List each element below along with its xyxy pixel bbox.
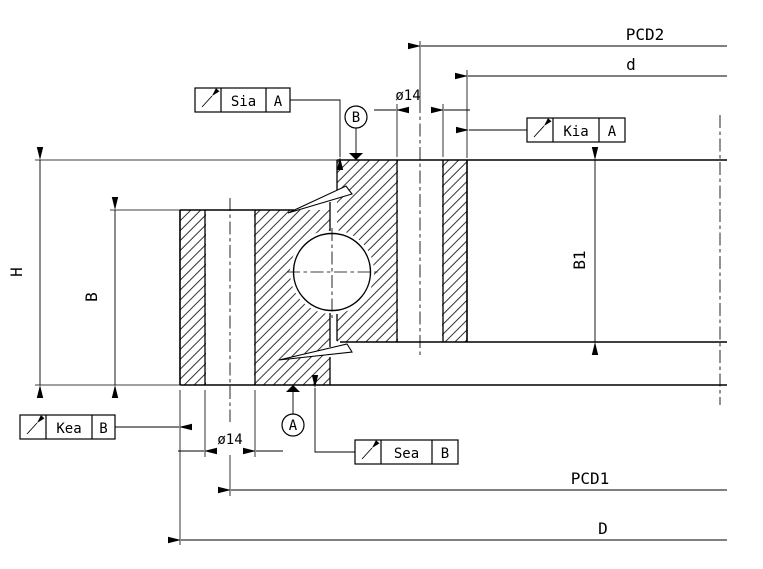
datum-b-balloon (344, 105, 368, 129)
circular-runout-icon (201, 88, 220, 108)
kia-label: Kia (563, 124, 588, 140)
datum-a: A (281, 385, 305, 437)
datum-triangle-icon (286, 385, 300, 392)
feature-frame-kea: Kea B (19, 414, 192, 440)
datum-a-label: A (289, 418, 298, 434)
datum-triangle-icon (349, 153, 363, 160)
width-b-label: B (82, 292, 101, 302)
dimension-B: B (82, 197, 119, 398)
raceway-clearance (290, 230, 374, 314)
lower-seal (278, 343, 353, 361)
kea-datum-ref: B (99, 421, 107, 437)
hole-bottom-label: ø14 (217, 432, 242, 448)
dimension-pcd2: PCD2 (408, 25, 727, 100)
circular-runout-icon (26, 415, 45, 435)
outer-diameter-label: D (598, 519, 608, 538)
circular-runout-icon (533, 118, 552, 138)
dimension-hole-bottom: ø14 (178, 390, 283, 457)
sia-label: Sia (231, 94, 256, 110)
dimension-hole-top: ø14 (374, 88, 470, 157)
feature-frame-sea: Sea B (311, 375, 459, 465)
datum-b-label: B (352, 110, 360, 126)
centerlines (229, 100, 721, 422)
sea-label: Sea (394, 446, 419, 462)
dimension-D: D (168, 390, 727, 545)
seals (278, 185, 353, 361)
feature-frame-sia: Sia A (194, 87, 344, 170)
kia-datum-ref: A (608, 124, 617, 140)
dimension-H: H (7, 147, 44, 398)
hole-top-label: ø14 (395, 88, 420, 104)
kea-label: Kea (56, 421, 81, 437)
dimension-B1: B1 (570, 147, 599, 355)
height-label: H (7, 267, 26, 277)
upper-seal (287, 185, 353, 214)
width-b1-label: B1 (570, 250, 589, 269)
sea-datum-ref: B (441, 446, 449, 462)
datum-b: B (344, 105, 368, 160)
feature-frame-kia: Kia A (456, 117, 626, 143)
d-label: d (626, 55, 636, 74)
dimension-pcd1: PCD1 (218, 455, 727, 496)
datum-a-balloon (281, 413, 305, 437)
ring-outlines (35, 159, 727, 386)
sia-datum-ref: A (274, 94, 283, 110)
pcd1-label: PCD1 (571, 469, 610, 488)
circular-runout-icon (361, 440, 380, 460)
pcd2-label: PCD2 (626, 25, 665, 44)
dimension-d: d (455, 55, 727, 158)
